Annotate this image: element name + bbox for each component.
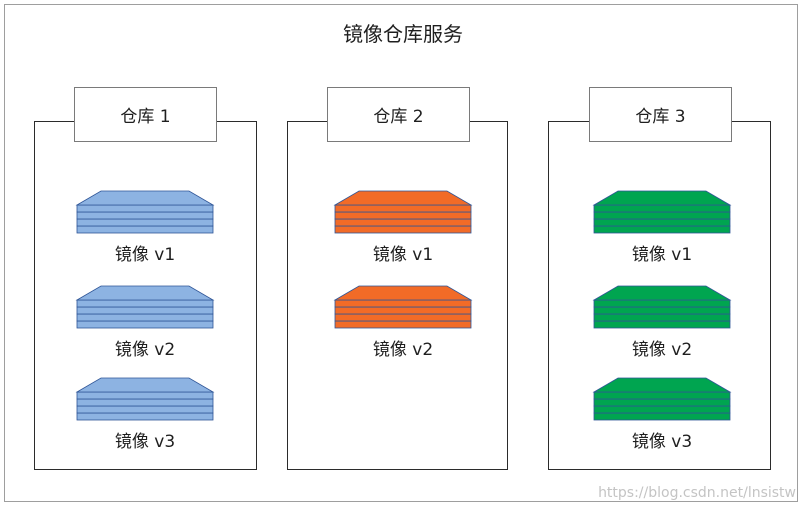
watermark: https://blog.csdn.net/lnsistw xyxy=(598,485,796,501)
image-item: 镜像 v1 xyxy=(328,188,478,265)
image-layers-icon xyxy=(333,190,473,234)
image-item: 镜像 v1 xyxy=(70,188,220,265)
service-title: 镜像仓库服务 xyxy=(343,22,463,46)
image-label: 镜像 v1 xyxy=(114,245,176,265)
image-layers-icon xyxy=(75,377,215,421)
image-label: 镜像 v3 xyxy=(631,432,693,452)
image-layers-icon xyxy=(75,190,215,234)
image-item: 镜像 v3 xyxy=(70,375,220,452)
repo-label-3: 仓库 3 xyxy=(589,87,732,142)
repo-label-2: 仓库 2 xyxy=(327,87,470,142)
image-item: 镜像 v2 xyxy=(70,283,220,360)
image-label: 镜像 v1 xyxy=(631,245,693,265)
image-item: 镜像 v3 xyxy=(587,375,737,452)
diagram-frame xyxy=(4,4,798,502)
image-label: 镜像 v1 xyxy=(372,245,434,265)
image-layers-icon xyxy=(592,285,732,329)
repo-label-1: 仓库 1 xyxy=(74,87,217,142)
image-item: 镜像 v2 xyxy=(587,283,737,360)
image-item: 镜像 v1 xyxy=(587,188,737,265)
image-label: 镜像 v2 xyxy=(114,340,176,360)
image-label: 镜像 v2 xyxy=(372,340,434,360)
image-label: 镜像 v3 xyxy=(114,432,176,452)
image-layers-icon xyxy=(75,285,215,329)
image-label: 镜像 v2 xyxy=(631,340,693,360)
image-layers-icon xyxy=(592,377,732,421)
image-layers-icon xyxy=(333,285,473,329)
image-item: 镜像 v2 xyxy=(328,283,478,360)
image-layers-icon xyxy=(592,190,732,234)
